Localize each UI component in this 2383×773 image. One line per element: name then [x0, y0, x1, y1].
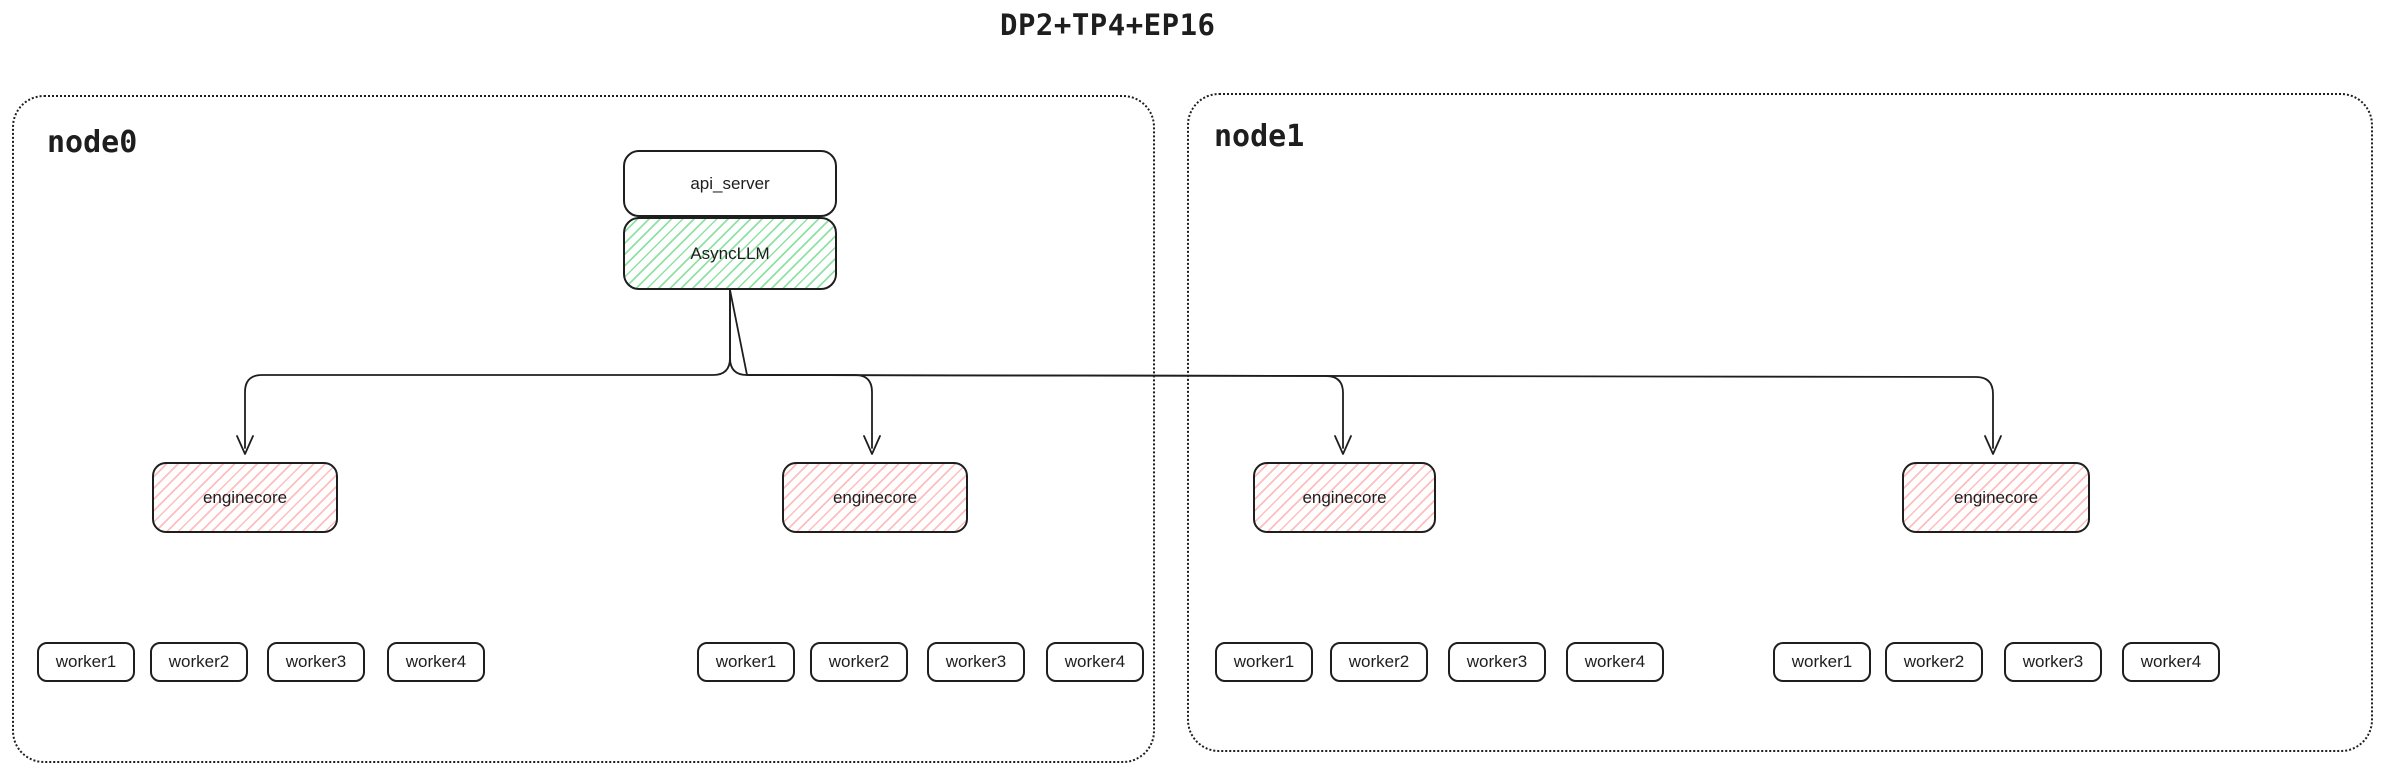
worker-box: worker3 [267, 642, 365, 682]
node0-label: node0 [47, 125, 138, 160]
node1-label: node1 [1214, 119, 1305, 154]
api-server-box: api_server [623, 150, 837, 217]
enginecore-box: enginecore [782, 462, 968, 533]
worker-box: worker2 [150, 642, 248, 682]
worker-box: worker3 [927, 642, 1025, 682]
worker-box: worker2 [1330, 642, 1428, 682]
worker-box: worker1 [1215, 642, 1313, 682]
worker-box: worker4 [1046, 642, 1144, 682]
worker-box: worker2 [810, 642, 908, 682]
worker-box: worker1 [697, 642, 795, 682]
worker-box: worker2 [1885, 642, 1983, 682]
worker-box: worker4 [387, 642, 485, 682]
diagram-title: DP2+TP4+EP16 [1000, 8, 1216, 42]
enginecore-box: enginecore [152, 462, 338, 533]
worker-box: worker3 [2004, 642, 2102, 682]
worker-box: worker1 [37, 642, 135, 682]
worker-box: worker4 [1566, 642, 1664, 682]
worker-box: worker4 [2122, 642, 2220, 682]
enginecore-box: enginecore [1902, 462, 2090, 533]
enginecore-box: enginecore [1253, 462, 1436, 533]
worker-box: worker3 [1448, 642, 1546, 682]
worker-box: worker1 [1773, 642, 1871, 682]
async-llm-box: AsyncLLM [623, 217, 837, 290]
